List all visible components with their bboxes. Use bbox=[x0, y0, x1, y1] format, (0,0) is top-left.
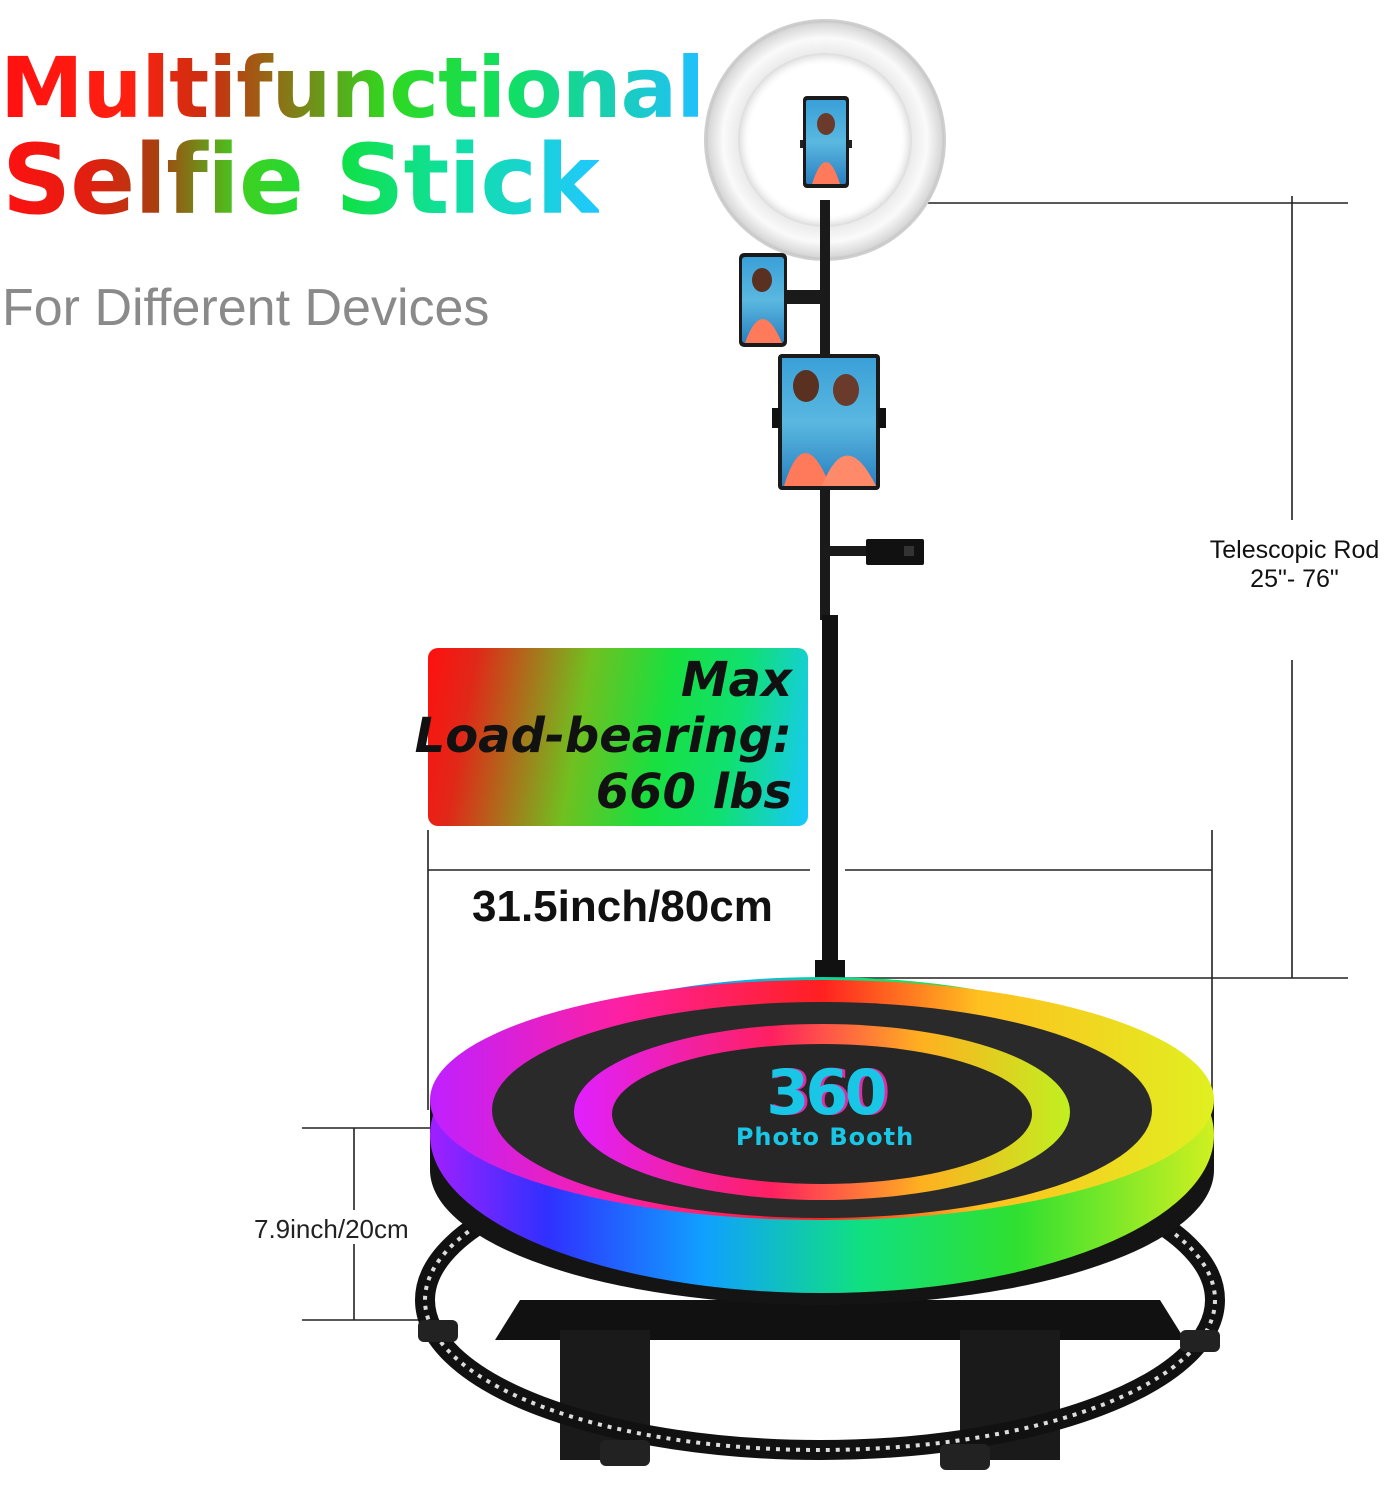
logo-number: 360 bbox=[766, 1056, 887, 1129]
platform-height-label: 7.9inch/20cm bbox=[254, 1214, 409, 1244]
phone-side bbox=[739, 253, 830, 347]
rotating-platform bbox=[430, 977, 1214, 1305]
rod-label-title: Telescopic Rod bbox=[1209, 536, 1380, 564]
rod-label-range: 25"- 76" bbox=[1250, 565, 1339, 593]
dimension-lines bbox=[302, 196, 1348, 1321]
callout-line-1: Max bbox=[680, 652, 792, 708]
phone-ring bbox=[800, 96, 852, 188]
platform-width-label: 31.5inch/80cm bbox=[472, 882, 773, 931]
camera-mount bbox=[822, 539, 924, 565]
callout-line-3: 660 lbs bbox=[595, 764, 792, 820]
logo-text: Photo Booth bbox=[735, 1123, 915, 1151]
load-bearing-callout: Max Load-bearing: 660 lbs bbox=[415, 648, 808, 826]
callout-line-2: Load-bearing: bbox=[414, 708, 792, 764]
title-line-2: Selfie Stick bbox=[2, 124, 600, 236]
tablet bbox=[772, 354, 886, 490]
title-line-1: Multifunctional bbox=[0, 39, 705, 137]
subtitle: For Different Devices bbox=[2, 279, 490, 337]
platform-logo: 360 Photo Booth bbox=[690, 1056, 960, 1151]
telescopic-rod-label: Telescopic Rod 25"- 76" bbox=[1196, 536, 1393, 594]
